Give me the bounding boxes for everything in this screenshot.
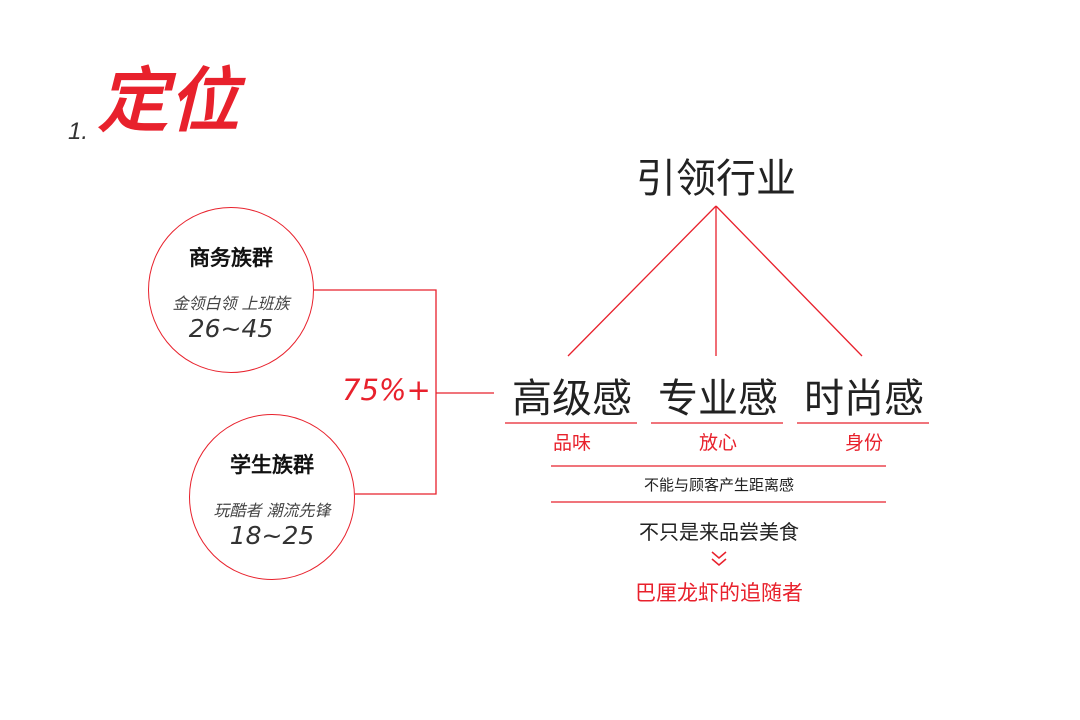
pillar-premium-sub: 品味: [552, 432, 591, 454]
student-group-title: 学生族群: [230, 453, 314, 477]
pillar-professional: 专业感: [658, 376, 778, 422]
student-group-circle: 学生族群 玩酷者 潮流先锋 18~25: [189, 414, 355, 580]
share-percent: 75%+: [342, 373, 431, 407]
connector-business: [314, 289, 437, 495]
section-title: 定位: [98, 60, 240, 142]
goal-line-right: [715, 205, 863, 357]
business-group-circle: 商务族群 金领白领 上班族 26~45: [148, 207, 314, 373]
business-group-description: 金领白领 上班族: [172, 294, 290, 313]
pillar-professional-sub: 放心: [698, 432, 737, 454]
pillar-premium: 高级感: [512, 376, 632, 422]
goal-line-left: [567, 205, 717, 357]
statement: 不只是来品尝美食: [639, 520, 799, 544]
business-group-age: 26~45: [188, 314, 274, 343]
double-chevron-down-icon: [711, 551, 727, 566]
pillar-fashion-sub: 身份: [844, 432, 883, 454]
goal-title: 引领行业: [636, 156, 796, 202]
business-group-title: 商务族群: [189, 246, 273, 270]
distance-note: 不能与顾客产生距离感: [643, 476, 794, 494]
student-group-age: 18~25: [229, 521, 315, 550]
pillar-fashion: 时尚感: [804, 376, 924, 422]
student-group-description: 玩酷者 潮流先锋: [213, 501, 331, 520]
section-number: 1.: [68, 118, 89, 145]
conclusion: 巴厘龙虾的追随者: [635, 581, 803, 605]
